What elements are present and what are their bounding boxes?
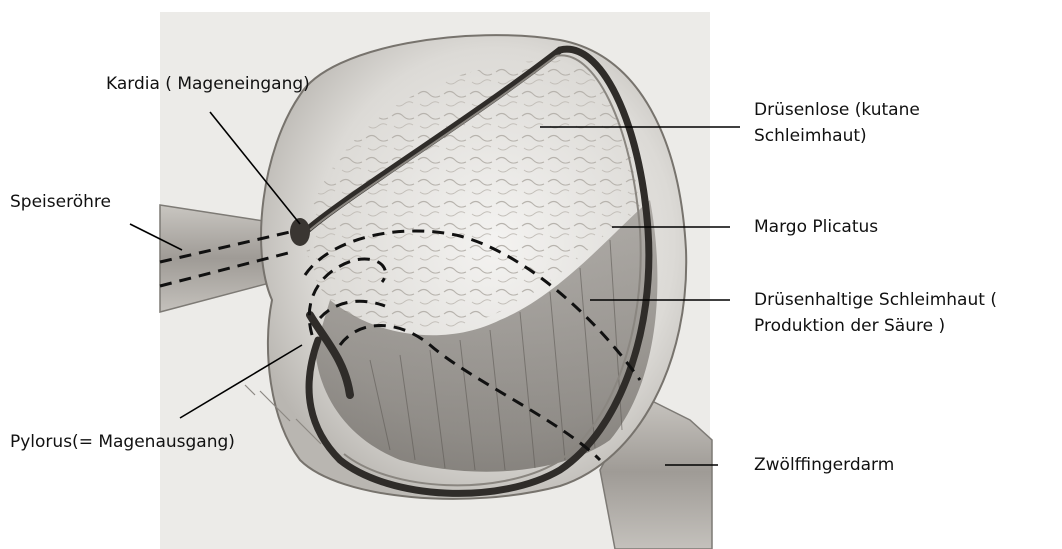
label-zwoelffingerdarm: Zwölffingerdarm (754, 453, 894, 478)
label-druesenhaltige-line2: Produktion der Säure ) (754, 314, 945, 339)
label-margo-plicatus: Margo Plicatus (754, 215, 878, 240)
label-druesenhaltige-line1: Drüsenhaltige Schleimhaut ( (754, 288, 997, 313)
label-druesenlose-line1: Drüsenlose (kutane (754, 98, 920, 123)
cardia-opening (290, 218, 310, 246)
label-pylorus: Pylorus(= Magenausgang) (10, 430, 235, 455)
label-speiseroehre: Speiseröhre (10, 190, 111, 215)
label-druesenlose-line2: Schleimhaut) (754, 124, 867, 149)
label-kardia: Kardia ( Mageneingang) (106, 72, 310, 97)
